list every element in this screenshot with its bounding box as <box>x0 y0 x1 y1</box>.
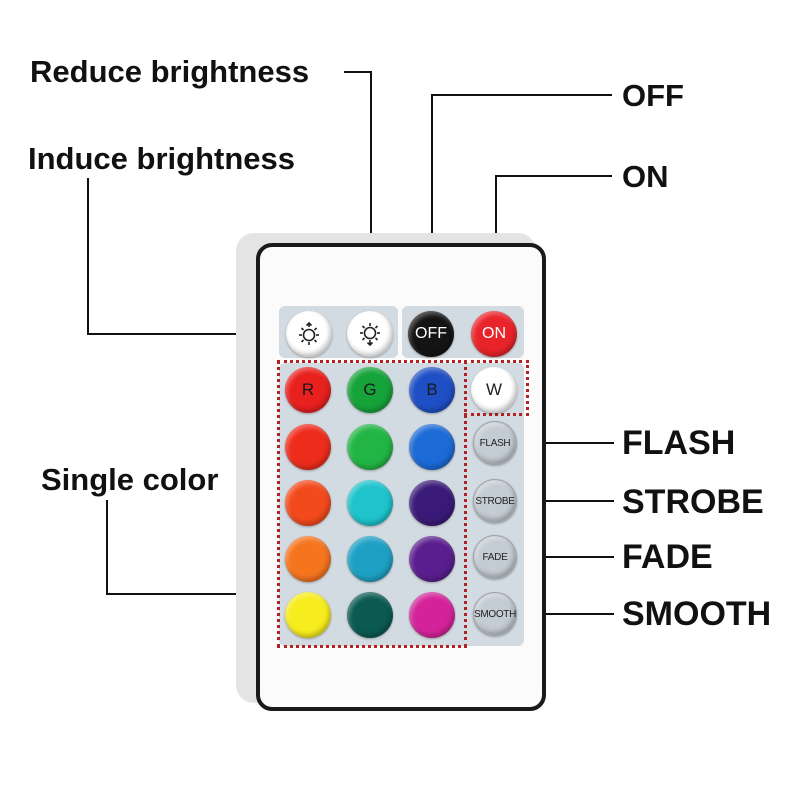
reduce-brightness-label: Reduce brightness <box>30 54 310 89</box>
white-button[interactable]: W <box>471 367 517 413</box>
red-button[interactable]: R <box>285 367 331 413</box>
smooth-button-label: SMOOTH <box>473 608 517 620</box>
color-button-blue[interactable] <box>409 424 455 470</box>
red-button-label: R <box>301 380 315 399</box>
off-button[interactable]: OFF <box>408 311 454 357</box>
on-button-label: ON <box>482 325 506 342</box>
flash-label: FLASH <box>622 424 736 462</box>
color-button-cyan[interactable] <box>347 480 393 526</box>
smooth-label: SMOOTH <box>622 595 772 633</box>
color-button-magenta[interactable] <box>409 592 455 638</box>
blue-button[interactable]: B <box>409 367 455 413</box>
single-color-outline <box>277 360 467 648</box>
color-button-dark-teal[interactable] <box>347 592 393 638</box>
color-button-yellow[interactable] <box>285 592 331 638</box>
white-button-label: W <box>485 380 503 399</box>
sun-up-icon <box>299 321 319 345</box>
white-button-outline <box>464 360 529 416</box>
strobe-button-label: STROBE <box>475 495 515 507</box>
flash-button-label: FLASH <box>479 437 511 449</box>
strobe-label: STROBE <box>622 483 764 521</box>
color-button-orange[interactable] <box>285 536 331 582</box>
on-button[interactable]: ON <box>471 311 517 357</box>
off-button-label: OFF <box>415 325 447 342</box>
color-button-red-orange[interactable] <box>285 480 331 526</box>
single-color-label: Single color <box>41 462 219 497</box>
strobe-button[interactable]: STROBE <box>473 479 517 523</box>
color-button-purple[interactable] <box>409 536 455 582</box>
green-button-label: G <box>363 380 377 399</box>
flash-button[interactable]: FLASH <box>473 421 517 465</box>
color-button-red[interactable] <box>285 424 331 470</box>
green-button[interactable]: G <box>347 367 393 413</box>
blue-button-label: B <box>426 380 438 399</box>
on-label: ON <box>622 159 669 194</box>
reduce-brightness-button[interactable] <box>347 311 393 357</box>
induce-brightness-button[interactable] <box>286 311 332 357</box>
induce-brightness-label: Induce brightness <box>28 141 295 176</box>
smooth-button[interactable]: SMOOTH <box>473 592 517 636</box>
fade-label: FADE <box>622 538 713 576</box>
color-button-indigo[interactable] <box>409 480 455 526</box>
fade-button[interactable]: FADE <box>473 535 517 579</box>
sun-down-icon <box>360 323 380 347</box>
off-label: OFF <box>622 78 684 113</box>
color-button-teal-blue[interactable] <box>347 536 393 582</box>
fade-button-label: FADE <box>482 551 508 563</box>
color-button-green[interactable] <box>347 424 393 470</box>
